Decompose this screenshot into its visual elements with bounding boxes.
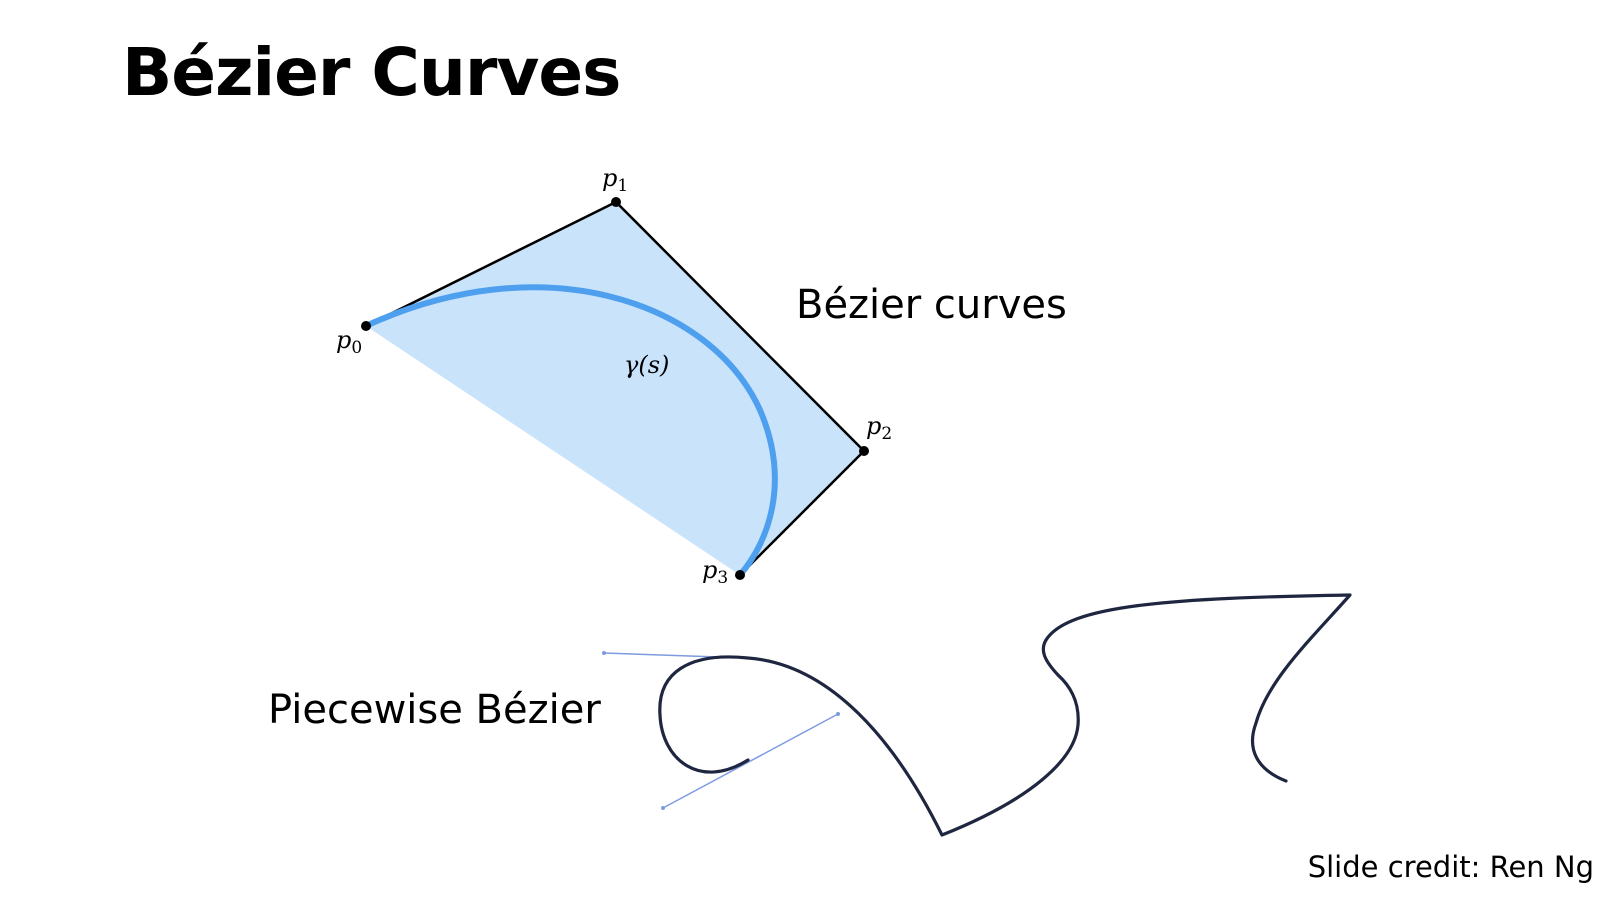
control-point-p2 bbox=[859, 446, 869, 456]
handle-point bbox=[661, 806, 665, 810]
control-polygon bbox=[365, 200, 866, 576]
tangent-handle-bottom bbox=[662, 713, 839, 809]
label-p2: p2 bbox=[866, 412, 892, 444]
convex-hull bbox=[366, 202, 864, 575]
control-point-p1 bbox=[611, 197, 621, 207]
slide-title: Bézier Curves bbox=[122, 34, 621, 111]
handle-point bbox=[602, 651, 606, 655]
label-p0-index: 0 bbox=[351, 338, 362, 358]
label-p3: p3 bbox=[702, 556, 728, 588]
label-p1-index: 1 bbox=[617, 176, 628, 196]
label-p3-index: 3 bbox=[717, 568, 728, 588]
control-point-p3 bbox=[735, 570, 745, 580]
label-p3-symbol: p bbox=[702, 556, 717, 584]
label-p2-index: 2 bbox=[881, 424, 892, 444]
control-point-p0 bbox=[361, 321, 371, 331]
caption-bezier-curves: Bézier curves bbox=[796, 282, 1067, 328]
curve-label-gamma: γ(s) bbox=[624, 351, 669, 379]
caption-piecewise-bezier: Piecewise Bézier bbox=[268, 687, 601, 733]
bezier-curve bbox=[363, 284, 778, 578]
label-p1: p1 bbox=[602, 164, 628, 196]
label-p0-symbol: p bbox=[336, 326, 351, 354]
piecewise-bezier-curve bbox=[658, 593, 1352, 837]
label-p0: p0 bbox=[336, 326, 362, 358]
label-p2-symbol: p bbox=[866, 412, 881, 440]
label-p1-symbol: p bbox=[602, 164, 617, 192]
handle-point bbox=[836, 712, 840, 716]
slide-credit: Slide credit: Ren Ng bbox=[1307, 850, 1594, 884]
